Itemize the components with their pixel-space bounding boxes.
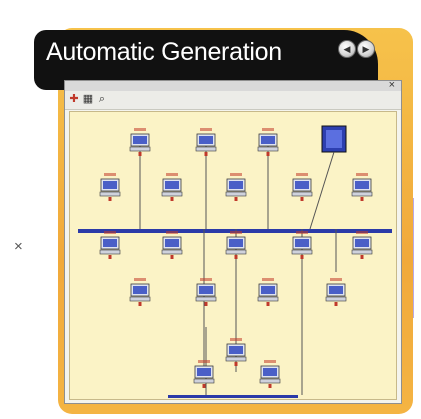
network-bus <box>168 395 298 398</box>
select-tool-icon[interactable]: ▦ <box>82 93 94 105</box>
banner-title: Automatic Generation <box>46 38 282 66</box>
computer-icon <box>129 278 151 306</box>
chevron-right-icon[interactable]: ▶ <box>357 40 375 58</box>
computer-icon <box>195 278 217 306</box>
computer-icon <box>161 231 183 259</box>
window-titlebar: × <box>65 79 401 91</box>
computer-icon <box>161 173 183 201</box>
computer-icon <box>257 128 279 156</box>
computer-icon <box>225 173 247 201</box>
computer-icon <box>129 128 151 156</box>
computer-icon <box>193 360 215 388</box>
computer-icon <box>225 338 247 366</box>
computer-icon <box>195 128 217 156</box>
computer-icon <box>99 231 121 259</box>
close-icon[interactable]: × <box>388 79 395 91</box>
computer-icon <box>291 173 313 201</box>
zoom-tool-icon[interactable]: ⌕ <box>98 93 106 105</box>
pointer-tool-icon[interactable]: ✚ <box>69 93 79 105</box>
computer-icon <box>325 278 347 306</box>
stray-mark: × <box>14 238 23 255</box>
computer-icon <box>99 173 121 201</box>
computer-icon <box>351 173 373 201</box>
link-line <box>309 151 335 230</box>
computer-icon <box>351 231 373 259</box>
network-canvas[interactable] <box>69 111 397 400</box>
computer-icon <box>257 278 279 306</box>
computer-icon <box>259 360 281 388</box>
toolbar: ✚ ▦ ⌕ <box>65 91 401 110</box>
switch-face <box>326 130 342 148</box>
computer-icon <box>291 231 313 259</box>
computer-icon <box>225 231 247 259</box>
network-diagram <box>78 125 392 398</box>
chevron-left-icon[interactable]: ◀ <box>338 40 356 58</box>
topology-window: × ✚ ▦ ⌕ <box>64 79 402 404</box>
